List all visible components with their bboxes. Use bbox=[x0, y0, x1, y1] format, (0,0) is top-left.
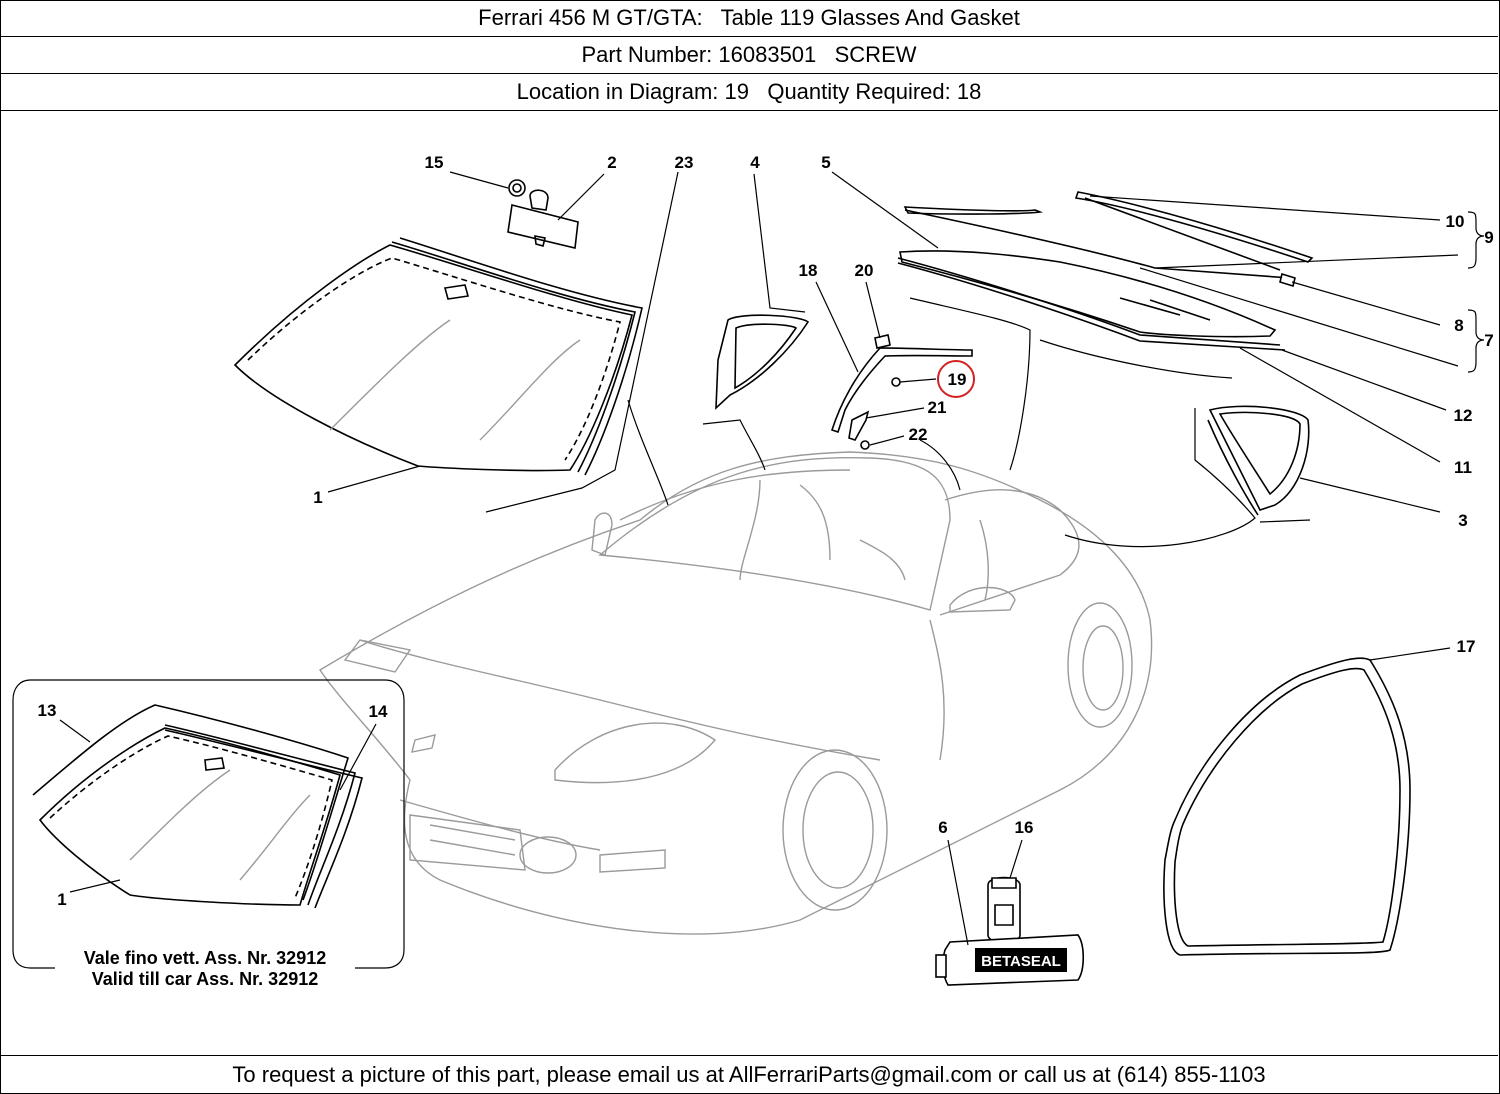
bracket-parts bbox=[830, 334, 973, 450]
callout-1-inset: 1 bbox=[57, 890, 66, 909]
callout-15: 15 bbox=[425, 153, 444, 172]
footer-contact: To request a picture of this part, pleas… bbox=[232, 1062, 1266, 1087]
diagram-svg: BETASEAL bbox=[12, 153, 1494, 989]
car-outline bbox=[319, 451, 1153, 935]
rear-side-glass-3 bbox=[1207, 405, 1310, 516]
adhesive-products: BETASEAL bbox=[935, 876, 1085, 986]
callout-9: 9 bbox=[1484, 228, 1493, 247]
callout-20: 20 bbox=[855, 261, 874, 280]
highlight-circle bbox=[937, 360, 975, 398]
inset-box bbox=[12, 679, 405, 969]
callout-18: 18 bbox=[799, 261, 818, 280]
page-title: Ferrari 456 M GT/GTA: Table 119 Glasses … bbox=[0, 0, 1498, 37]
inset-note-line2: Valid till car Ass. Nr. 32912 bbox=[92, 969, 318, 989]
rear-view-mirror bbox=[507, 179, 579, 249]
callout-10: 10 bbox=[1446, 212, 1465, 231]
roof-trims bbox=[897, 191, 1314, 351]
callout-14: 14 bbox=[369, 702, 388, 721]
callout-12: 12 bbox=[1454, 406, 1473, 425]
callout-22: 22 bbox=[909, 425, 928, 444]
parts-diagram: BETASEAL bbox=[0, 112, 1498, 1056]
inset-note-line1: Vale fino vett. Ass. Nr. 32912 bbox=[84, 948, 326, 968]
leader-lines bbox=[59, 171, 1485, 946]
callout-8: 8 bbox=[1454, 316, 1463, 335]
betaseal-label: BETASEAL bbox=[981, 953, 1061, 970]
callout-5: 5 bbox=[821, 153, 830, 172]
callout-11: 11 bbox=[1454, 458, 1472, 477]
quarter-glass-4 bbox=[715, 314, 810, 410]
windscreen-part bbox=[233, 237, 643, 476]
callout-7: 7 bbox=[1484, 331, 1493, 350]
callout-3: 3 bbox=[1458, 511, 1467, 530]
callout-13: 13 bbox=[38, 701, 57, 720]
callout-labels: 15 2 23 4 5 10 9 8 7 12 11 3 18 20 19 21… bbox=[38, 153, 1494, 909]
location-quantity: Location in Diagram: 19 Quantity Require… bbox=[0, 74, 1498, 111]
callout-4: 4 bbox=[750, 153, 760, 172]
callout-6: 6 bbox=[938, 818, 947, 837]
callout-1: 1 bbox=[313, 488, 322, 507]
door-gasket-17 bbox=[1163, 657, 1411, 956]
callout-21: 21 bbox=[928, 398, 947, 417]
callout-2: 2 bbox=[607, 153, 616, 172]
callout-23: 23 bbox=[675, 153, 694, 172]
callout-17: 17 bbox=[1457, 637, 1476, 656]
part-number: Part Number: 16083501 SCREW bbox=[0, 37, 1498, 74]
callout-19: 19 bbox=[948, 370, 967, 389]
callout-16: 16 bbox=[1015, 818, 1034, 837]
